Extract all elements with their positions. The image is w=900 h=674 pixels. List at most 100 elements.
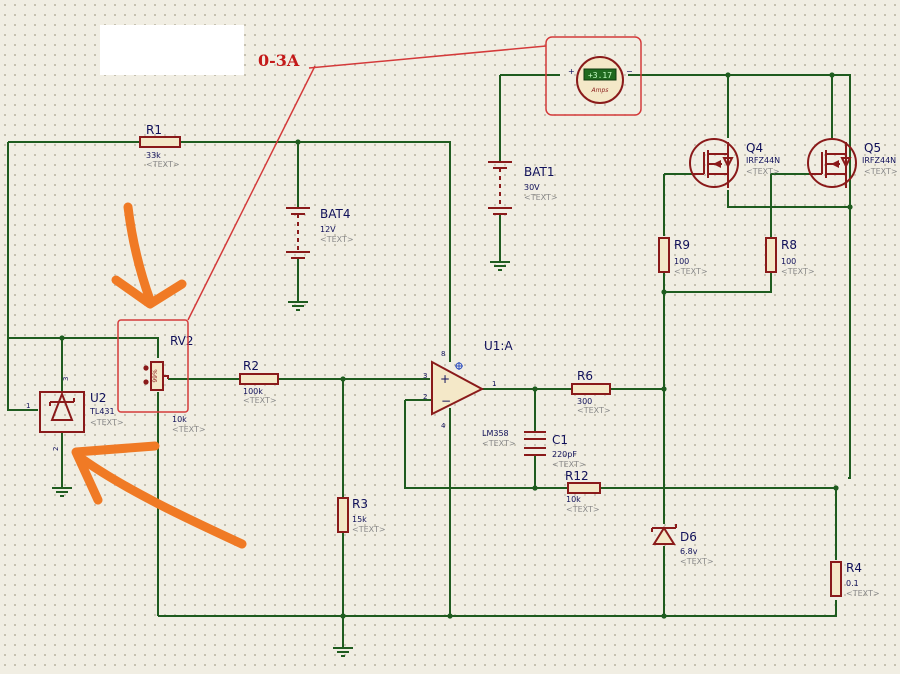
r9-text: <TEXT> [674, 267, 708, 276]
resistor-r9[interactable]: R9 100 <TEXT> [658, 237, 708, 276]
q4-ref: Q4 [746, 141, 763, 155]
u1a-pin-8: 8 [441, 350, 445, 358]
r2-ref: R2 [243, 359, 259, 373]
battery-bat4[interactable]: BAT4 12V <TEXT> [286, 207, 354, 259]
u2-ref: U2 [90, 391, 106, 405]
wire-feedback [404, 399, 836, 489]
r9-ref: R9 [674, 238, 690, 252]
u2-pin-2: 2 [52, 447, 60, 451]
junction [340, 376, 346, 382]
resistor-r3[interactable]: R3 15k <TEXT> [337, 497, 386, 534]
ground-symbol [333, 647, 353, 657]
ammeter-unit: Amps [591, 87, 609, 94]
junction [532, 485, 538, 491]
junction [59, 335, 65, 341]
bat1-value: 30V [524, 183, 540, 192]
ammeter[interactable]: +3.17 Amps + − [545, 36, 642, 116]
r3-ref: R3 [352, 497, 368, 511]
r12-value: 10k [566, 495, 581, 504]
u1a-pin-2: 2 [423, 393, 427, 401]
white-blank-box [100, 25, 244, 75]
ground-symbol [52, 487, 72, 497]
annotation-line-to-rv2 [187, 65, 316, 321]
c1-ref: C1 [552, 433, 568, 447]
wire-bottom-rail [158, 600, 837, 617]
wire-top-rail [8, 141, 451, 362]
r3-value: 15k [352, 515, 367, 524]
junction [661, 613, 667, 619]
u1a-ref: U1:A [484, 339, 513, 353]
resistor-r1[interactable]: R1 33k <TEXT> [139, 123, 181, 169]
capacitor-c1[interactable]: C1 220pF <TEXT> [524, 431, 586, 469]
bat4-ref: BAT4 [320, 207, 350, 221]
bat4-value: 12V [320, 225, 336, 234]
q5-ref: Q5 [864, 141, 881, 155]
r6-text: <TEXT> [577, 406, 611, 415]
q4-text: <TEXT> [746, 167, 780, 176]
rv2-body-label: 99% [152, 369, 159, 383]
range-label: 0-3A [258, 51, 300, 70]
resistor-r4[interactable]: R4 0.1 <TEXT> [830, 561, 880, 598]
r12-ref: R12 [565, 469, 589, 483]
d6-text: <TEXT> [680, 557, 714, 566]
d6-ref: D6 [680, 530, 697, 544]
junction [847, 204, 853, 210]
potentiometer-rv2[interactable]: 99% RV2 10k <TEXT> [143, 334, 206, 434]
resistor-r8[interactable]: R8 100 <TEXT> [765, 237, 815, 276]
wire-rv2-top [8, 337, 159, 358]
q4-value: IRFZ44N [746, 156, 780, 165]
junction [447, 613, 453, 619]
rv2-value: 10k [172, 415, 187, 424]
wires [7, 72, 853, 648]
resistor-r6[interactable]: R6 300 <TEXT> [571, 369, 611, 415]
shunt-regulator-u2[interactable]: 1 3 2 U2 TL431 <TEXT> [26, 377, 124, 451]
d6-value: 6.8v [680, 547, 698, 556]
battery-bat1[interactable]: BAT1 30V <TEXT> [488, 161, 558, 215]
resistor-r12[interactable]: R12 10k <TEXT> [565, 469, 601, 514]
u2-text: <TEXT> [90, 418, 124, 427]
resistor-r2[interactable]: R2 100k <TEXT> [239, 359, 279, 405]
c1-value: 220pF [552, 450, 577, 459]
ammeter-display [583, 68, 617, 81]
zener-diode-d6[interactable]: D6 6.8v <TEXT> [651, 524, 714, 566]
junction [829, 72, 835, 78]
bat4-text: <TEXT> [320, 235, 354, 244]
junction [340, 613, 346, 619]
u1a-pin-1: 1 [492, 380, 496, 388]
rv2-pin-dot [143, 379, 149, 385]
u1a-text: <TEXT> [482, 439, 516, 448]
r8-ref: R8 [781, 238, 797, 252]
mosfet-q5[interactable]: Q5 IRFZ44N <TEXT> [807, 138, 898, 188]
r1-ref: R1 [146, 123, 162, 137]
junction [833, 485, 839, 491]
q5-text: <TEXT> [864, 167, 898, 176]
junction [532, 386, 538, 392]
bat1-ref: BAT1 [524, 165, 554, 179]
rv2-text: <TEXT> [172, 425, 206, 434]
c1-text: <TEXT> [552, 460, 586, 469]
ammeter-reading: +3.17 [588, 71, 612, 80]
wire-q4-drain-source [727, 75, 850, 208]
r2-text: <TEXT> [243, 396, 277, 405]
r2-value: 100k [243, 387, 263, 396]
u1a-pin-4: 4 [441, 422, 446, 430]
ammeter-highlight-box [545, 36, 642, 116]
opamp-u1a[interactable]: + − 3 2 1 8 4 U1:A LM358 <TEXT> [423, 339, 516, 448]
orange-arrow-icon [71, 441, 247, 549]
u2-pin-1: 1 [26, 402, 30, 410]
mosfet-q4[interactable]: Q4 IRFZ44N <TEXT> [689, 138, 780, 188]
r4-text: <TEXT> [846, 589, 880, 598]
r4-ref: R4 [846, 561, 862, 575]
rv2-pin-dot [143, 365, 149, 371]
r8-text: <TEXT> [781, 267, 815, 276]
ground-symbol [490, 261, 510, 271]
q5-value: IRFZ44N [862, 156, 896, 165]
junction [661, 289, 667, 295]
rv2-highlight-box [117, 319, 189, 413]
wire-r8-q5-gate [664, 173, 809, 293]
u2-value: TL431 [89, 407, 115, 416]
junction [295, 139, 301, 145]
r1-value: 33k [146, 151, 161, 160]
orange-arrow-icon [111, 202, 187, 309]
